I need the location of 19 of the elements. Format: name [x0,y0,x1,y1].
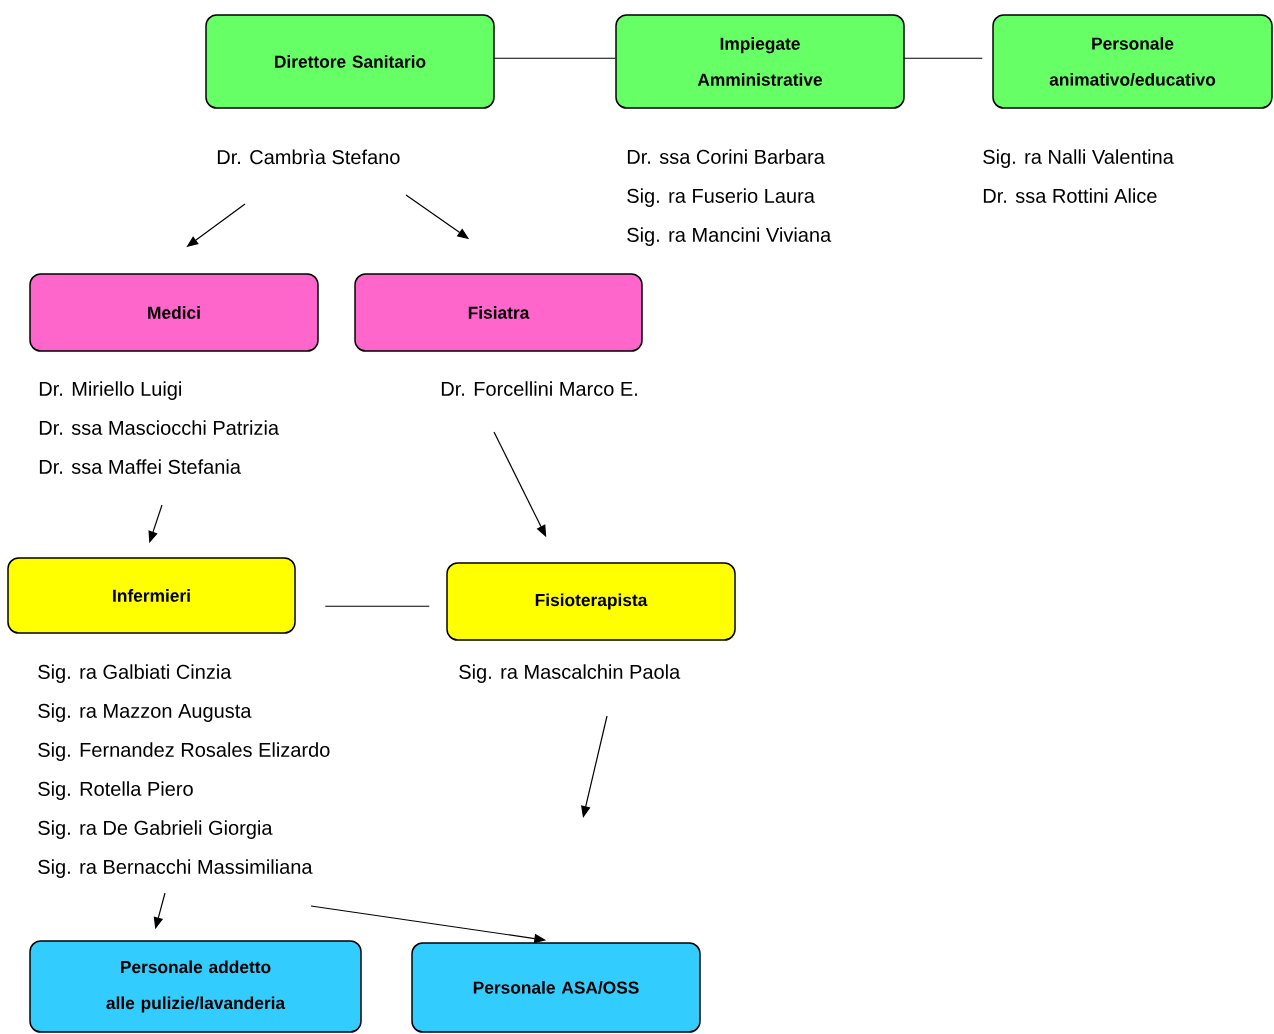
org-box: Fisiatra [354,273,643,352]
org-box: Direttore Sanitario [205,14,495,109]
org-box: Impiegate Amministrative [615,14,905,109]
name-list: Dr. Miriello Luigi Dr. ssa Masciocchi Patrizia Dr. ssa Maffei Stefania [39,381,280,474]
connector-line [492,57,616,59]
connector-line [902,57,983,59]
org-box: Infermieri [7,557,296,634]
org-box: Medici [29,273,319,352]
org-box: Fisioterapista [446,562,736,641]
org-box: Personale animativo/educativo [992,14,1273,109]
name-list: Sig. ra Nalli Valentina Dr. ssa Rottini Alice [983,149,1174,203]
org-box: Personale ASA/OSS [411,942,701,1033]
name-list: Dr. Forcellini Marco E. [441,381,637,396]
name-list: Dr. Cambrìa Stefano [217,149,400,165]
name-list: Dr. ssa Corini Barbara Sig. ra Fuserio Laura Sig. ra Mancini Viviana [627,149,832,246]
org-box: Personale addetto alle pulizie/lavanderia [29,940,362,1033]
connector-line [324,605,430,607]
name-list: Sig. ra Mascalchin Paola [459,664,681,683]
name-list: Sig. ra Galbiati Cinzia Sig. ra Mazzon Augusta Sig. Fernandez Rosales Elizardo Sig. Rotella Piero Sig. ra De Gabrieli Giorgia Sig. ra Bernacchi Massimiliana [38,664,330,878]
